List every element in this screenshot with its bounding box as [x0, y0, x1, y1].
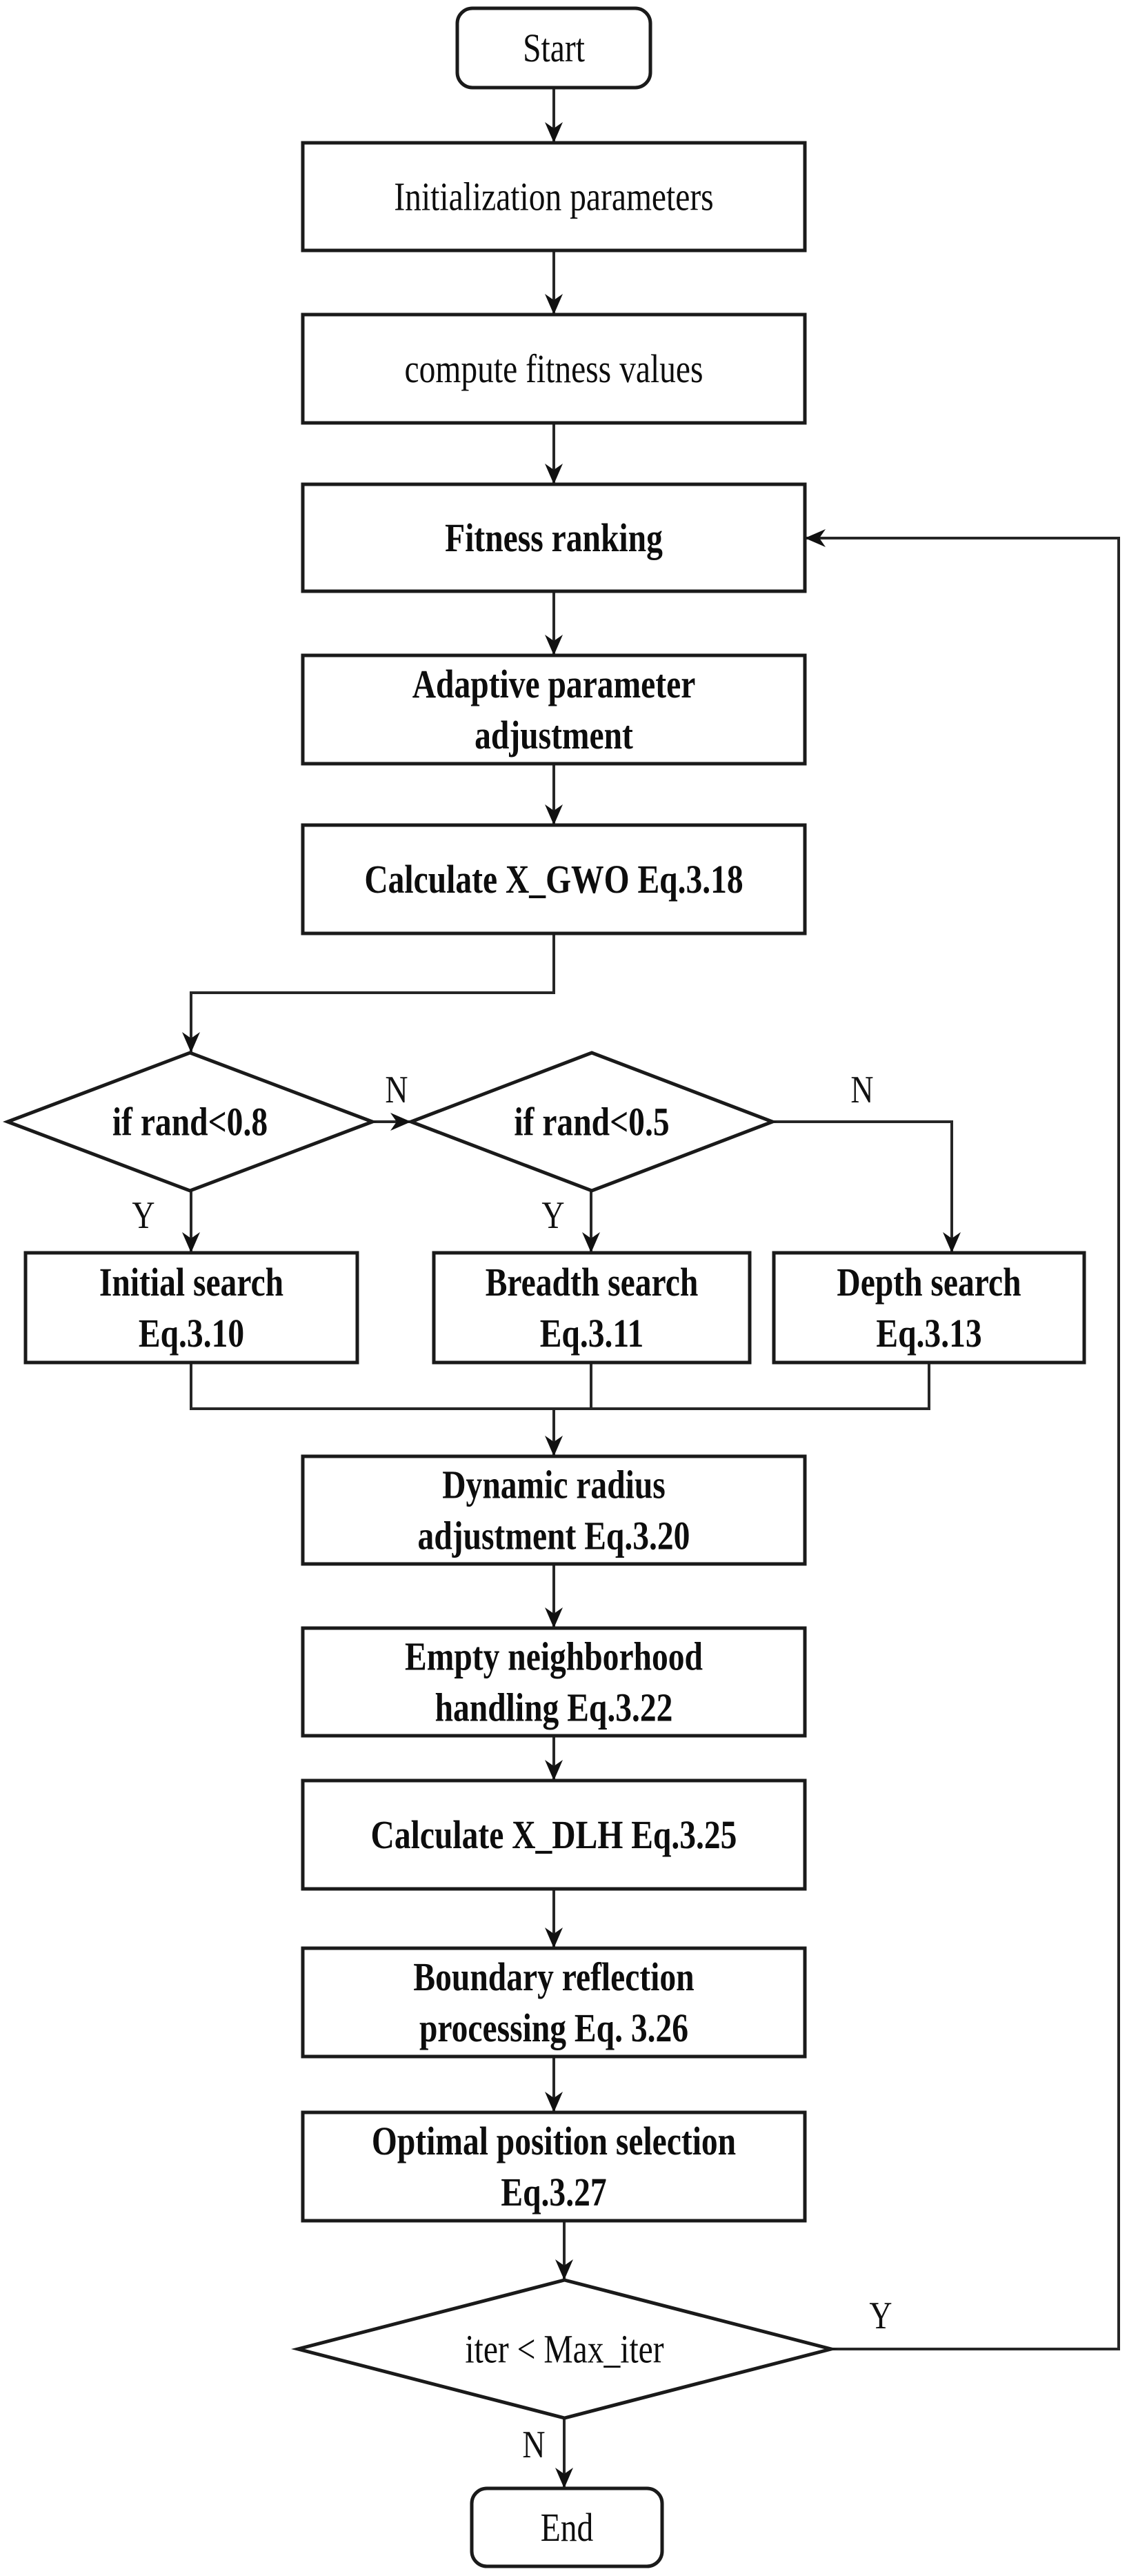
- loop-label-line: iter < Max_iter: [465, 2328, 664, 2371]
- dlh-process-box: [301, 1779, 807, 1891]
- empty-label-line: handling Eq.3.22: [435, 1686, 673, 1730]
- fitness-process-box: [301, 313, 807, 425]
- fitness-label-line: compute fitness values: [404, 348, 703, 391]
- node-boundary: Boundary reflection processing Eq. 3.26: [301, 1946, 807, 2059]
- node-end: End: [470, 2486, 664, 2568]
- arrowhead-icon: [545, 464, 563, 484]
- arrowhead-icon: [582, 1232, 600, 1253]
- initial-label-line: Initial search: [99, 1261, 283, 1305]
- edge-dec2-depth: [772, 1120, 953, 1253]
- dec2-decision-diamond: [406, 1051, 778, 1193]
- dec2-label-line: if rand<0.5: [514, 1100, 669, 1144]
- node-init: Initialization parameters: [301, 141, 807, 252]
- node-ranking: Fitness ranking: [301, 482, 807, 593]
- arrowhead-icon: [545, 1436, 563, 1456]
- adaptive-label-line: Adaptive parameter: [412, 663, 696, 706]
- arrowhead-icon: [545, 635, 563, 655]
- loop-decision-diamond: [291, 2278, 838, 2420]
- optimal-label-line: Eq.3.27: [501, 2171, 606, 2215]
- gwo-process-box: [301, 823, 807, 935]
- edge-gwo-dec1: [190, 933, 555, 1053]
- node-loop: iter < Max_iter: [291, 2278, 838, 2420]
- edge-label-y: Y: [869, 2295, 892, 2337]
- empty-label-line: Empty neighborhood: [405, 1635, 703, 1678]
- depth-process-box: [772, 1251, 1086, 1365]
- arrowhead-icon: [545, 804, 563, 825]
- edge-label-n: N: [850, 1069, 873, 1111]
- arrowhead-icon: [545, 1607, 563, 1628]
- node-radius: Dynamic radius adjustment Eq.3.20: [301, 1454, 807, 1566]
- node-gwo: Calculate X_GWO Eq.3.18: [301, 823, 807, 935]
- init-process-box: [301, 141, 807, 252]
- adaptive-label-line: adjustment: [475, 714, 633, 757]
- radius-process-box: [301, 1454, 807, 1566]
- breadth-label-line: Eq.3.11: [540, 1312, 644, 1356]
- node-dec1: if rand<0.8: [2, 1051, 378, 1193]
- node-dlh: Calculate X_DLH Eq.3.25: [301, 1779, 807, 1891]
- adaptive-process-box: [301, 653, 807, 766]
- optimal-label-line: Optimal position selection: [372, 2120, 736, 2163]
- ranking-process-box: [301, 482, 807, 593]
- ranking-label-line: Fitness ranking: [445, 517, 663, 560]
- edges-layer: [182, 88, 1120, 2488]
- arrowhead-icon: [390, 1113, 411, 1131]
- edge-merge-searches: [190, 1363, 930, 1410]
- arrowhead-icon: [545, 122, 563, 143]
- depth-label-line: Depth search: [837, 1261, 1021, 1305]
- init-label-line: Initialization parameters: [394, 175, 713, 219]
- boundary-label-line: Boundary reflection: [413, 1956, 694, 1999]
- edge-labels-layer: Y N Y N Y N: [132, 1069, 892, 2466]
- radius-label-line: adjustment Eq.3.20: [418, 1514, 690, 1558]
- node-dec2: if rand<0.5: [406, 1051, 778, 1193]
- arrowhead-icon: [545, 1928, 563, 1948]
- initial-process-box: [23, 1251, 359, 1365]
- arrowhead-icon: [545, 294, 563, 315]
- depth-label-line: Eq.3.13: [876, 1312, 981, 1356]
- node-adaptive: Adaptive parameter adjustment: [301, 653, 807, 766]
- node-start: Start: [455, 6, 652, 90]
- breadth-label-line: Breadth search: [486, 1261, 699, 1305]
- node-empty: Empty neighborhood handling Eq.3.22: [301, 1626, 807, 1738]
- dlh-label-line: Calculate X_DLH Eq.3.25: [371, 1814, 737, 1857]
- edge-loop-ranking: [805, 537, 1120, 2350]
- optimal-process-box: [301, 2110, 807, 2223]
- boundary-label-line: processing Eq. 3.26: [419, 2007, 688, 2050]
- arrowhead-icon: [805, 529, 826, 547]
- arrowhead-icon: [943, 1232, 961, 1253]
- empty-process-box: [301, 1626, 807, 1738]
- edge-label-y: Y: [541, 1194, 564, 1237]
- gwo-label-line: Calculate X_GWO Eq.3.18: [364, 858, 743, 902]
- start-terminal-shape: [455, 6, 652, 90]
- arrowhead-icon: [182, 1032, 200, 1053]
- arrowhead-icon: [545, 1760, 563, 1781]
- end-terminal-shape: [470, 2486, 664, 2568]
- breadth-process-box: [432, 1251, 752, 1365]
- edge-label-n: N: [385, 1069, 408, 1111]
- dec1-decision-diamond: [2, 1051, 378, 1193]
- initial-label-line: Eq.3.10: [139, 1312, 244, 1356]
- edge-label-y: Y: [132, 1194, 154, 1237]
- boundary-process-box: [301, 1946, 807, 2059]
- start-label-line: Start: [523, 27, 585, 70]
- edge-label-n: N: [522, 2424, 545, 2466]
- arrowhead-icon: [545, 2092, 563, 2112]
- dec1-label-line: if rand<0.8: [112, 1100, 268, 1144]
- arrowhead-icon: [555, 2468, 573, 2488]
- arrowhead-icon: [182, 1232, 200, 1253]
- node-fitness: compute fitness values: [301, 313, 807, 425]
- end-label-line: End: [541, 2506, 594, 2550]
- arrowhead-icon: [555, 2259, 573, 2280]
- radius-label-line: Dynamic radius: [442, 1463, 666, 1507]
